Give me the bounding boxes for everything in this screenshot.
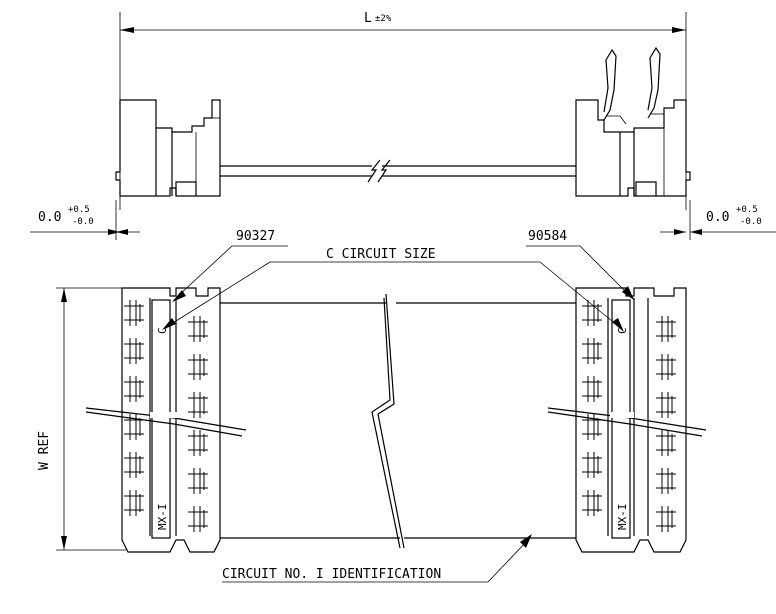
terminal-pin: [124, 338, 144, 364]
circuit-size-label: C CIRCUIT SIZE: [326, 247, 436, 262]
left-marking: MX-I: [156, 504, 169, 531]
callout-right-part: 90584: [526, 229, 634, 300]
left-connector-top: C MX-I: [85, 287, 247, 553]
terminal-pin: [188, 468, 208, 494]
terminal-pin: [582, 376, 602, 402]
offset-right-tol-plus: +0.5: [736, 205, 758, 215]
terminal-pin: [188, 430, 208, 456]
offset-left-tol-plus: +0.5: [68, 205, 90, 215]
callout-left-part: 90327: [172, 229, 288, 302]
cable-side: [220, 159, 576, 183]
terminal-pin: [656, 506, 676, 532]
terminal-pin: [656, 354, 676, 380]
terminal-pin: [124, 490, 144, 516]
offset-dimension-left: 0.0 +0.5 -0.0: [30, 200, 140, 240]
terminal-pin: [188, 354, 208, 380]
terminal-pin: [188, 392, 208, 418]
terminal-pin: [656, 392, 676, 418]
terminal-pin: [656, 468, 676, 494]
callout-circuit-identification: CIRCUIT NO. I IDENTIFICATION: [222, 534, 532, 583]
length-dimension: L ±2%: [119, 11, 687, 210]
offset-right-tol-minus: -0.0: [740, 217, 762, 227]
length-label: L: [364, 11, 372, 26]
circuit-identification-label: CIRCUIT NO. I IDENTIFICATION: [222, 567, 441, 582]
right-pin-column-inner: [656, 316, 676, 532]
terminal-pin: [582, 338, 602, 364]
side-view: L ±2%: [30, 11, 776, 240]
terminal-pin: [582, 300, 602, 326]
width-label: W REF: [37, 431, 52, 470]
offset-left-tol-minus: -0.0: [72, 217, 94, 227]
right-connector-top: C MX-I: [547, 287, 707, 553]
terminal-pin: [656, 316, 676, 342]
offset-dimension-right: 0.0 +0.5 -0.0: [660, 200, 776, 240]
width-dimension: W REF: [37, 287, 126, 551]
right-pin-column-outer: [582, 300, 602, 516]
ribbon-cable: [220, 293, 576, 549]
terminal-pin: [188, 316, 208, 342]
terminal-pin: [124, 376, 144, 402]
left-pin-column-inner: [188, 316, 208, 532]
length-tolerance: ±2%: [375, 14, 392, 24]
right-marking: MX-I: [616, 504, 629, 531]
terminal-pin: [582, 452, 602, 478]
terminal-pin: [124, 452, 144, 478]
right-connector-side: [575, 46, 691, 197]
right-part-number: 90584: [528, 229, 567, 244]
terminal-pin: [188, 506, 208, 532]
callout-circuit-size: C CIRCUIT SIZE: [162, 247, 624, 332]
top-view: W REF C MX-I: [37, 229, 707, 583]
terminal-pin: [582, 490, 602, 516]
terminal-pin: [656, 430, 676, 456]
left-connector-side: [115, 99, 221, 197]
left-circuit-letter: C: [156, 327, 169, 334]
left-part-number: 90327: [236, 229, 275, 244]
terminal-pin: [124, 300, 144, 326]
offset-left-value: 0.0: [38, 210, 61, 225]
left-pin-column-outer: [124, 300, 144, 516]
offset-right-value: 0.0: [706, 210, 729, 225]
